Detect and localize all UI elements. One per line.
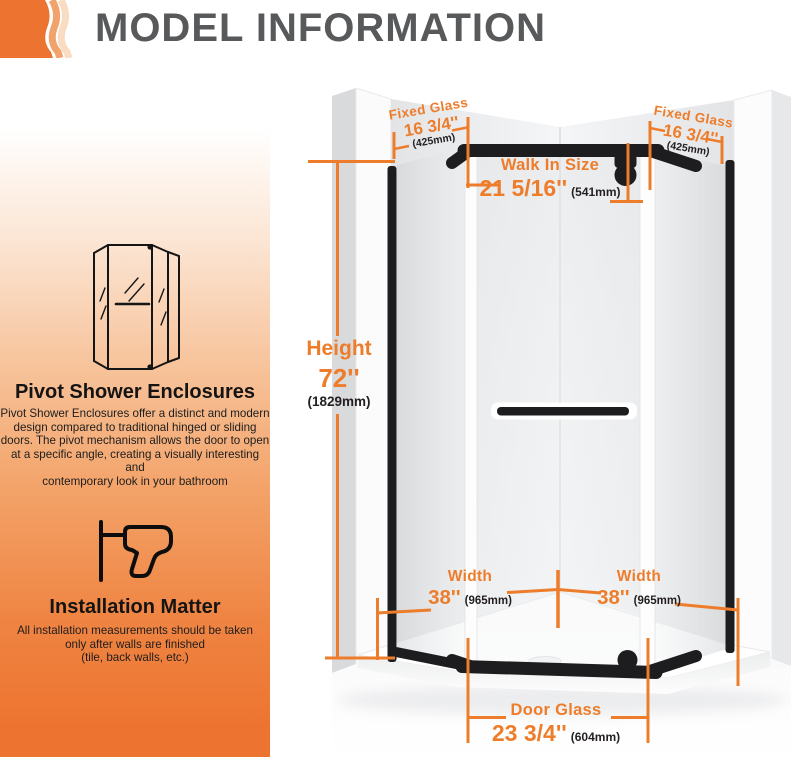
dimension-inches: 38'' bbox=[428, 585, 461, 609]
dimension-inches: 23 3/4'' bbox=[491, 720, 567, 746]
fixed-glass-panel-right bbox=[655, 151, 727, 671]
door-roller-knob-bottom bbox=[617, 650, 638, 670]
dimension-mm: (965mm) bbox=[464, 594, 512, 607]
paragraph-line: only after walls are finished bbox=[65, 637, 205, 651]
fixed-glass-right-dimension-lines bbox=[648, 121, 724, 190]
installation-matter-paragraph: All installation measurements should be … bbox=[0, 624, 270, 665]
paragraph-line: All installation measurements should be … bbox=[17, 624, 253, 637]
fixed-glass-panel-left bbox=[397, 147, 465, 666]
paragraph-line: doors. The pivot mechanism allows the do… bbox=[0, 434, 270, 448]
installation-matter-heading: Installation Matter bbox=[49, 596, 221, 618]
pivot-shower-heading: Pivot Shower Enclosures bbox=[14, 381, 256, 403]
dimension-name: Width bbox=[616, 568, 662, 585]
height-dimension-lines bbox=[308, 160, 395, 660]
paragraph-line: contemporary look in your bathroom bbox=[42, 474, 228, 488]
dimension-name: Door Glass bbox=[510, 701, 602, 719]
dimension-name: Width bbox=[447, 568, 493, 585]
walk-in-dimension-lines bbox=[466, 117, 643, 203]
dimension-mm: (1829mm) bbox=[307, 394, 371, 409]
dimension-inches: 72'' bbox=[318, 363, 360, 393]
width-right-label: Width 38'' (965mm) bbox=[594, 569, 684, 608]
dimension-mm: (541mm) bbox=[571, 185, 621, 199]
walk-in-size-label: Walk In Size 21 5/16'' (541mm) bbox=[465, 156, 635, 202]
door-glass-dimension-lines bbox=[466, 638, 650, 743]
bottom-rail bbox=[391, 647, 702, 679]
dimension-name: Height bbox=[306, 337, 372, 360]
shower-enclosure-icon bbox=[93, 244, 180, 370]
towel-bar bbox=[491, 402, 637, 420]
corner-wave-decoration bbox=[0, 0, 72, 58]
dimension-lines bbox=[308, 117, 740, 743]
dimension-mm: (965mm) bbox=[633, 594, 681, 607]
dimension-inches: 21 5/16'' bbox=[479, 175, 568, 201]
paragraph-line: (tile, back walls, etc.) bbox=[81, 651, 189, 665]
width-left-label: Width 38'' (965mm) bbox=[425, 569, 515, 608]
black-frame bbox=[387, 144, 735, 679]
installation-drill-icon bbox=[99, 520, 173, 582]
page-title: MODEL INFORMATION bbox=[95, 6, 547, 50]
height-label: Height 72'' (1829mm) bbox=[293, 338, 385, 409]
tray-shadow bbox=[337, 685, 787, 715]
fixed-glass-left-dimension-lines bbox=[392, 126, 468, 159]
paragraph-line: at a specific angle, creating a visually… bbox=[10, 447, 260, 475]
dimension-mm: (604mm) bbox=[570, 730, 621, 744]
dimension-inches: 38'' bbox=[597, 585, 630, 609]
door-pivot-knob-top bbox=[614, 154, 637, 186]
shower-diagram bbox=[308, 87, 791, 757]
sidebar-gradient-panel bbox=[0, 0, 270, 757]
door-glass-label: Door Glass 23 3/4'' (604mm) bbox=[471, 701, 641, 747]
paragraph-line: design compared to traditional hinged or… bbox=[13, 420, 257, 434]
pivot-shower-paragraph: Pivot Shower Enclosures offer a distinct… bbox=[0, 407, 270, 489]
paragraph-line: Pivot Shower Enclosures offer a distinct… bbox=[0, 407, 270, 420]
width-dimension-lines bbox=[376, 570, 740, 686]
dimension-name: Walk In Size bbox=[500, 156, 600, 174]
